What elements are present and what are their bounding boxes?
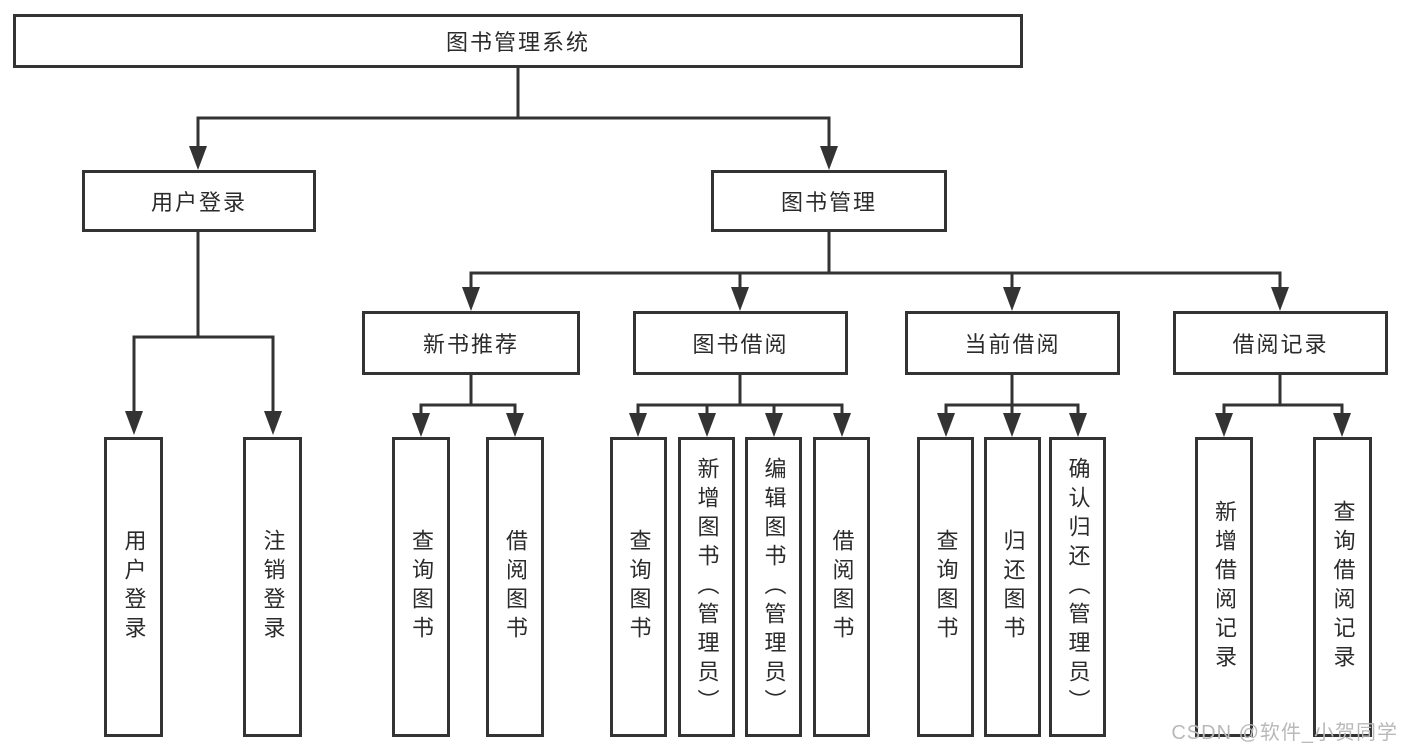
leaf-add-borrow-record: 新增借阅记录 (1195, 437, 1253, 737)
node-book-borrow-label: 图书借阅 (692, 332, 789, 357)
node-borrow-records-label: 借阅记录 (1232, 332, 1329, 357)
leaf-return-books: 归还图书 (984, 437, 1041, 737)
node-library-system-label: 图书管理系统 (445, 30, 590, 55)
node-user-login-label: 用户登录 (150, 190, 247, 215)
node-book-management-label: 图书管理 (780, 190, 877, 215)
leaf-borrow-books: 借阅图书 (813, 437, 870, 737)
leaf-edit-books-admin: 编辑图书（管理员） (745, 437, 802, 737)
leaf-logout: 注销登录 (243, 437, 302, 737)
arrowheads (125, 146, 1351, 437)
node-book-management: 图书管理 (711, 170, 947, 232)
leaf-add-books-admin-label: 新增图书（管理员） (694, 456, 720, 718)
leaf-recommend-borrow-books: 借阅图书 (486, 437, 544, 737)
leaf-confirm-return-admin-label: 确认归还（管理员） (1065, 456, 1091, 718)
leaf-borrow-books-label: 借阅图书 (829, 529, 855, 645)
csdn-watermark: CSDN @软件_小贺同学 (1171, 722, 1398, 744)
node-book-borrow: 图书借阅 (633, 311, 848, 375)
leaf-borrow-query-books: 查询图书 (610, 437, 667, 737)
leaf-recommend-borrow-books-label: 借阅图书 (503, 529, 528, 645)
node-new-book-recommend: 新书推荐 (362, 311, 580, 375)
leaf-add-books-admin: 新增图书（管理员） (678, 437, 735, 737)
leaf-logout-label: 注销登录 (260, 529, 286, 645)
node-new-book-recommend-label: 新书推荐 (422, 332, 519, 357)
leaf-recommend-query-books: 查询图书 (392, 437, 450, 737)
node-borrow-records: 借阅记录 (1173, 311, 1388, 375)
leaf-recommend-query-books-label: 查询图书 (409, 529, 434, 645)
node-current-borrow-label: 当前借阅 (964, 332, 1061, 357)
leaf-return-books-label: 归还图书 (1000, 529, 1026, 645)
node-library-system: 图书管理系统 (13, 14, 1023, 68)
leaf-user-login: 用户登录 (104, 437, 163, 737)
leaf-current-query-books-label: 查询图书 (933, 529, 959, 645)
leaf-borrow-query-books-label: 查询图书 (626, 529, 652, 645)
leaf-edit-books-admin-label: 编辑图书（管理员） (761, 456, 787, 718)
leaf-confirm-return-admin: 确认归还（管理员） (1049, 437, 1106, 737)
node-current-borrow: 当前借阅 (905, 311, 1120, 375)
leaf-current-query-books: 查询图书 (917, 437, 974, 737)
leaf-user-login-label: 用户登录 (121, 529, 147, 645)
node-user-login: 用户登录 (82, 170, 316, 232)
leaf-query-borrow-record: 查询借阅记录 (1313, 437, 1372, 737)
leaf-add-borrow-record-label: 新增借阅记录 (1212, 500, 1237, 674)
leaf-query-borrow-record-label: 查询借阅记录 (1330, 500, 1356, 674)
